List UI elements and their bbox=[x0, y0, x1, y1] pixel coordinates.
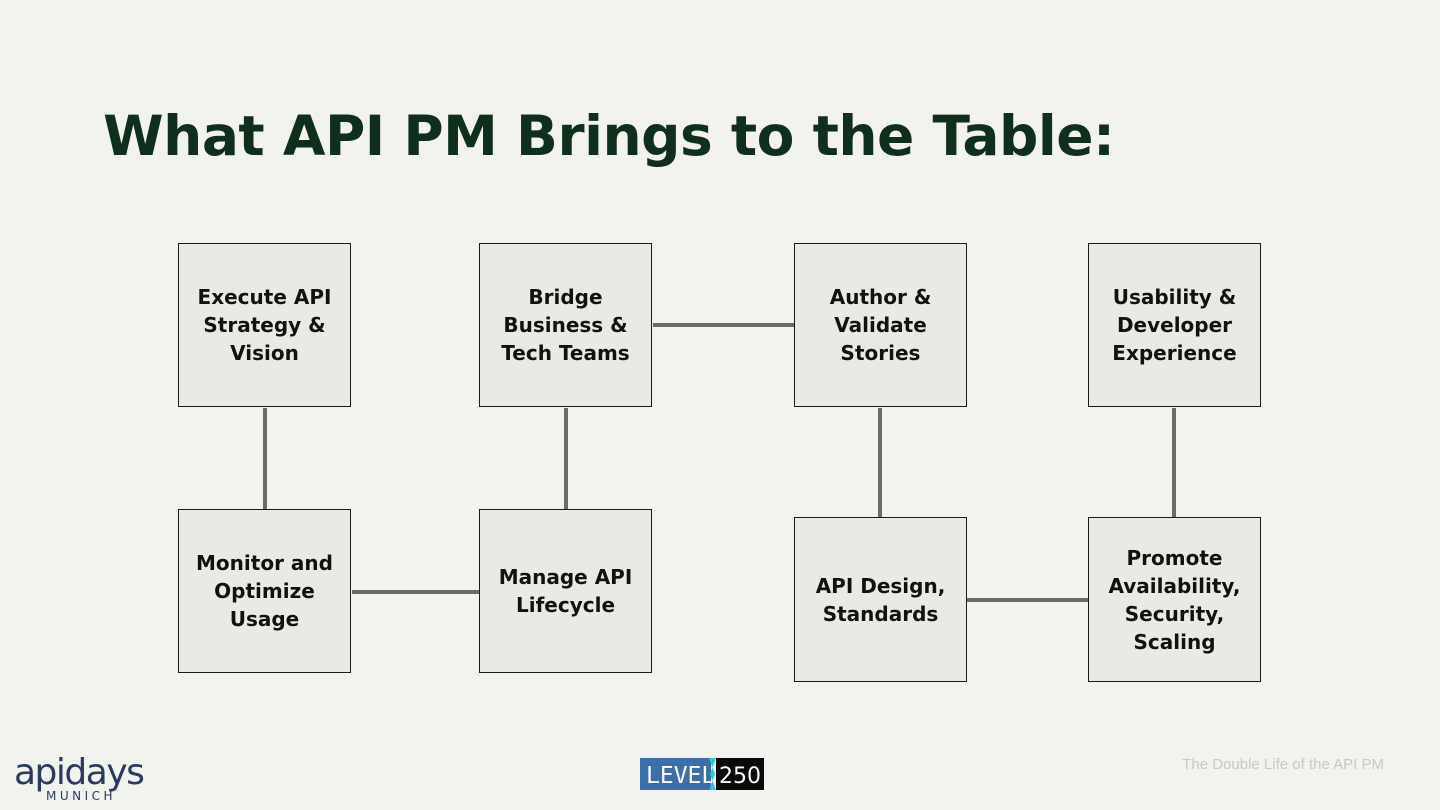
node-label: Execute API Strategy & Vision bbox=[197, 285, 332, 365]
level-250-logo: LEVEL 250 bbox=[640, 758, 764, 790]
node-execute-api-strategy: Execute API Strategy & Vision bbox=[178, 243, 351, 407]
node-promote-availability: Promote Availability, Security, Scaling bbox=[1088, 517, 1261, 682]
node-label: Manage API Lifecycle bbox=[498, 565, 633, 617]
node-usability-developer-experience: Usability & Developer Experience bbox=[1088, 243, 1261, 407]
footer-caption: The Double Life of the API PM bbox=[1182, 756, 1384, 773]
level-text: LEVEL bbox=[646, 763, 715, 789]
node-label: Usability & Developer Experience bbox=[1112, 285, 1237, 365]
apidays-wordmark: apidays bbox=[14, 752, 143, 793]
node-api-design-standards: API Design, Standards bbox=[794, 517, 967, 682]
node-label: Monitor and Optimize Usage bbox=[196, 551, 333, 631]
node-label: Author & Validate Stories bbox=[829, 285, 932, 365]
node-label: Bridge Business & Tech Teams bbox=[501, 285, 630, 365]
node-bridge-business-tech: Bridge Business & Tech Teams bbox=[479, 243, 652, 407]
node-label: Promote Availability, Security, Scaling bbox=[1108, 545, 1241, 654]
node-author-validate-stories: Author & Validate Stories bbox=[794, 243, 967, 407]
node-label: API Design, Standards bbox=[815, 573, 946, 626]
level-number: 250 bbox=[719, 764, 761, 789]
apidays-city: MUNICH bbox=[46, 789, 116, 803]
slide-title: What API PM Brings to the Table: bbox=[103, 104, 1115, 168]
node-monitor-optimize-usage: Monitor and Optimize Usage bbox=[178, 509, 351, 673]
apidays-munich-logo: apidays MUNICH bbox=[14, 752, 145, 803]
node-manage-api-lifecycle: Manage API Lifecycle bbox=[479, 509, 652, 673]
